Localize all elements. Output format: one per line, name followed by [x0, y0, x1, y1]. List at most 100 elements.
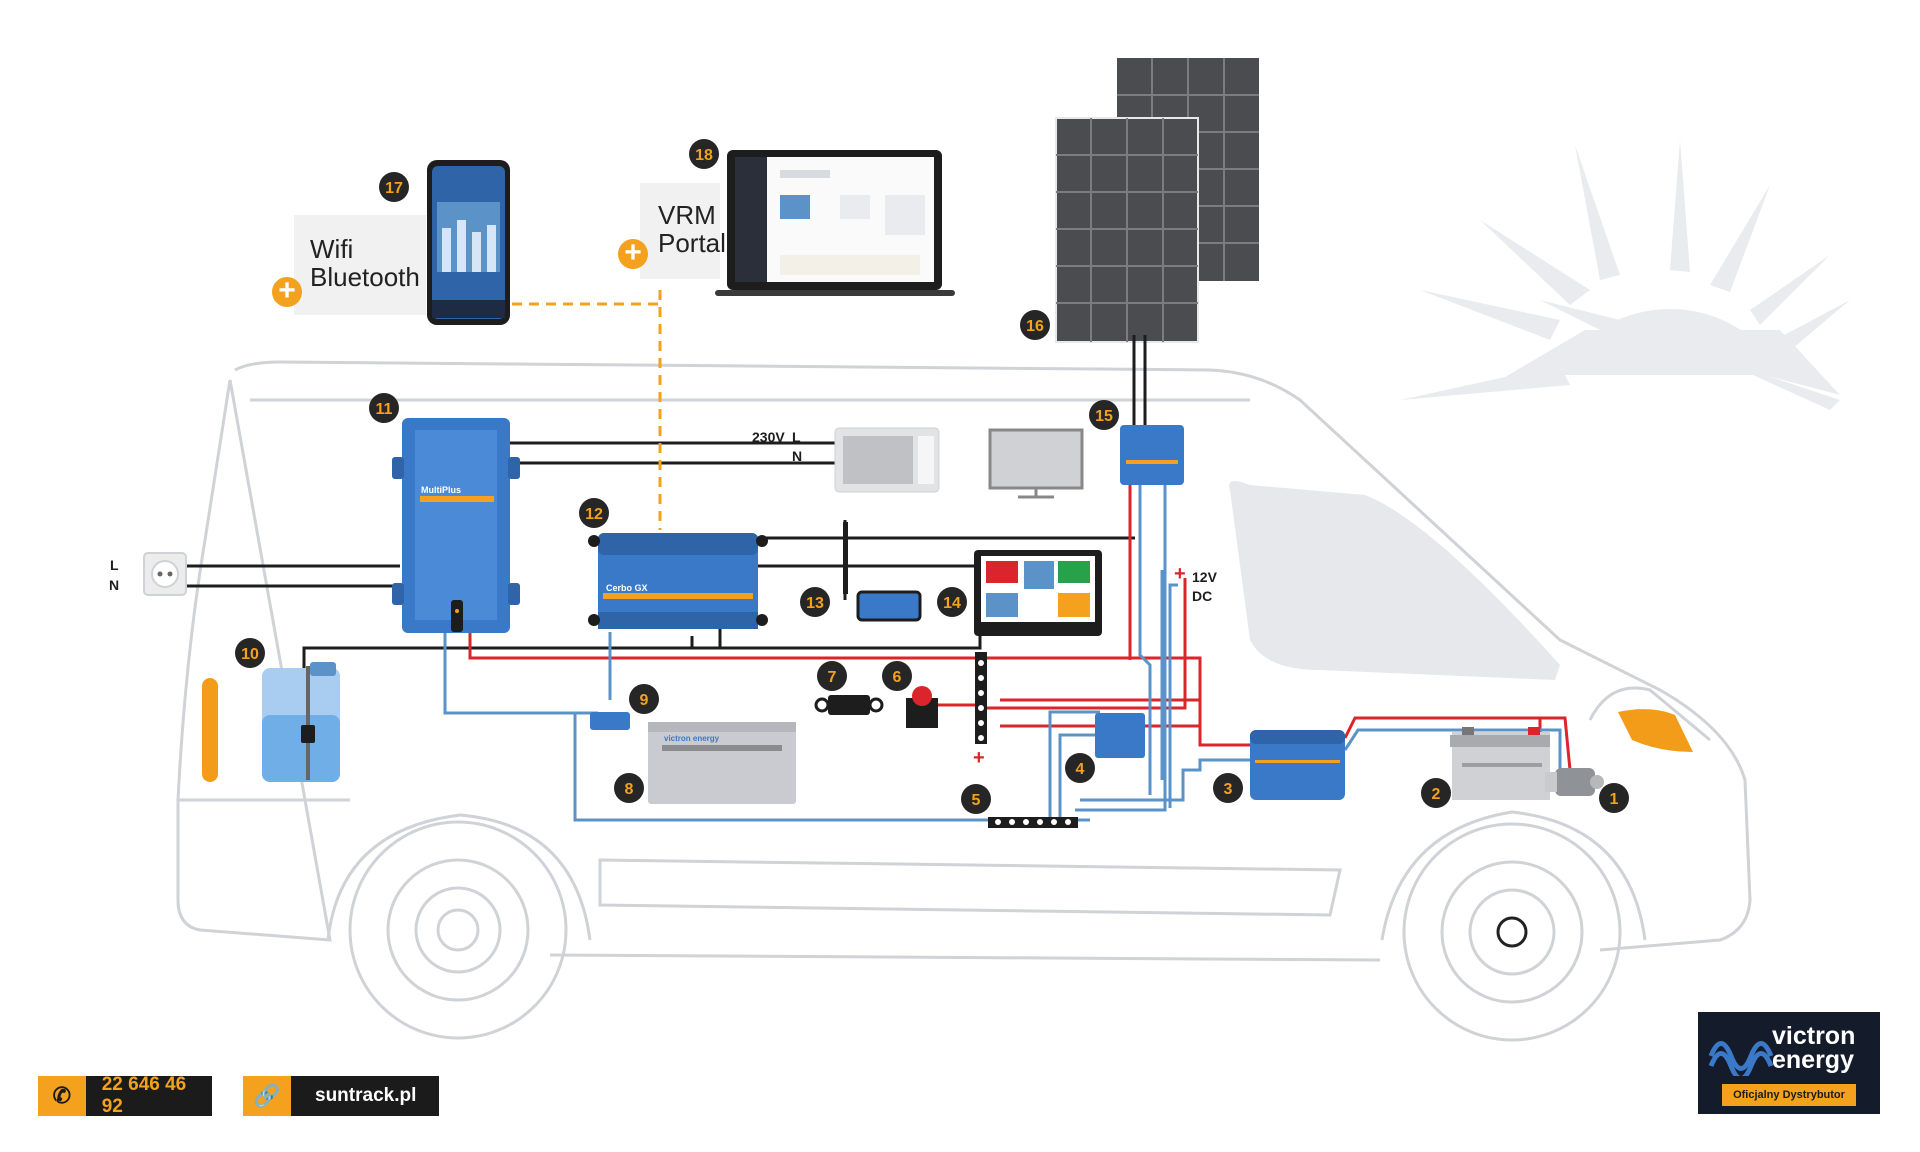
output-l-label: L	[792, 429, 801, 445]
portal-label: Portal	[658, 228, 726, 258]
battery-brand-label: victron energy	[664, 734, 720, 743]
output-n-label: N	[792, 448, 802, 464]
marker-16-label: 16	[1026, 318, 1044, 335]
marker-15-label: 15	[1095, 408, 1113, 425]
marker-17	[379, 172, 409, 202]
marker-4	[1065, 753, 1095, 783]
cerbo-gx	[588, 533, 768, 629]
van-outline	[176, 360, 1752, 962]
ac-input-l-label: L	[110, 557, 119, 573]
marker-2-label: 2	[1432, 786, 1441, 803]
marker-8-label: 8	[625, 781, 634, 798]
vrm-portal-callout: VRM Portal +	[618, 183, 726, 279]
dc-negative-wiring	[443, 470, 1562, 822]
number-markers	[235, 139, 1629, 814]
marker-6-label: 6	[893, 669, 902, 686]
marker-16	[1020, 310, 1050, 340]
marker-7	[817, 661, 847, 691]
marker-10-label: 10	[241, 646, 259, 663]
dc-label: DC	[1192, 588, 1212, 604]
phone-contact[interactable]: ✆ 22 646 46 92	[38, 1074, 212, 1117]
front-wheel	[1380, 810, 1647, 1042]
mega-fuse	[814, 695, 884, 715]
cerbo-label: Cerbo GX	[606, 583, 648, 593]
add-icon: +	[618, 238, 648, 269]
ac-outlet	[143, 552, 187, 596]
link-icon: 🔗	[243, 1076, 291, 1116]
bluetooth-label: Bluetooth	[310, 262, 420, 292]
headlight	[1618, 709, 1693, 752]
marker-1-label: 1	[1610, 791, 1619, 808]
wifi-bluetooth-callout: Wifi Bluetooth +	[272, 215, 426, 315]
marker-15	[1089, 400, 1119, 430]
battery-protect	[1095, 713, 1145, 758]
wifi-label: Wifi	[310, 234, 354, 264]
positive-busbar	[975, 652, 987, 744]
dc-positive-wiring	[468, 468, 1572, 771]
alternator	[1545, 768, 1604, 796]
distributor-tag: Oficjalny Dystrybutor	[1722, 1084, 1856, 1106]
website-link[interactable]: 🔗 suntrack.pl	[243, 1076, 439, 1116]
mppt-solar-charger	[1120, 425, 1184, 485]
marker-8	[614, 773, 644, 803]
marker-5	[961, 784, 991, 814]
marker-10	[235, 638, 265, 668]
microwave	[834, 427, 940, 493]
rear-wheel	[326, 813, 592, 1040]
marker-2	[1421, 778, 1451, 808]
brand-line1: victron	[1772, 1022, 1856, 1050]
lithium-battery	[648, 722, 796, 804]
marker-12	[579, 498, 609, 528]
multiplus-inverter	[392, 418, 520, 633]
gx-touch-display	[974, 550, 1102, 636]
marker-18-label: 18	[695, 147, 713, 164]
gsm-modem	[843, 522, 922, 622]
van-window	[1229, 481, 1560, 680]
marker-6	[882, 661, 912, 691]
water-tank	[262, 662, 340, 782]
output-230v-label: 230V	[752, 429, 785, 445]
victron-logo: victron energy Oficjalny Dystrybutor	[1698, 1012, 1880, 1114]
marker-11	[369, 393, 399, 423]
smartphone	[427, 160, 510, 325]
marker-9-label: 9	[640, 692, 649, 709]
plus-sign-dc: +	[1174, 563, 1186, 585]
negative-busbar	[988, 817, 1078, 828]
marker-12-label: 12	[585, 506, 603, 523]
marker-9	[629, 684, 659, 714]
television	[988, 428, 1084, 499]
orion-dc-dc-charger	[1250, 730, 1345, 800]
battery-switch	[906, 686, 938, 728]
plus-sign-busbar: +	[973, 747, 985, 769]
marker-13	[800, 587, 830, 617]
sun-icon	[1400, 140, 1850, 410]
phone-icon: ✆	[38, 1076, 86, 1116]
starter-battery	[1450, 727, 1550, 800]
vrm-label: VRM	[658, 200, 716, 230]
marker-4-label: 4	[1076, 761, 1085, 778]
marker-3	[1213, 773, 1243, 803]
marker-18	[689, 139, 719, 169]
multiplus-label: MultiPlus	[421, 485, 461, 495]
wireless-link	[512, 290, 662, 530]
solar-panel-front	[1055, 117, 1199, 343]
marker-17-label: 17	[385, 180, 403, 197]
marker-14	[937, 587, 967, 617]
victron-brand: victron energy	[1772, 1022, 1856, 1073]
ac-input-n-label: N	[109, 577, 119, 593]
marker-11-label: 11	[376, 401, 393, 418]
marker-13-label: 13	[806, 595, 824, 612]
marker-3-label: 3	[1224, 781, 1233, 798]
laptop	[715, 150, 955, 296]
marker-5-label: 5	[972, 792, 981, 809]
battery-shunt	[590, 712, 630, 730]
rear-light	[202, 678, 218, 782]
phone-number: 22 646 46 92	[101, 1074, 187, 1117]
victron-wave-icon	[1708, 1041, 1774, 1076]
marker-1	[1599, 783, 1629, 813]
dc-12v-label: 12V	[1192, 569, 1218, 585]
marker-7-label: 7	[828, 669, 837, 686]
website-url: suntrack.pl	[315, 1085, 417, 1106]
marker-14-label: 14	[943, 595, 961, 612]
